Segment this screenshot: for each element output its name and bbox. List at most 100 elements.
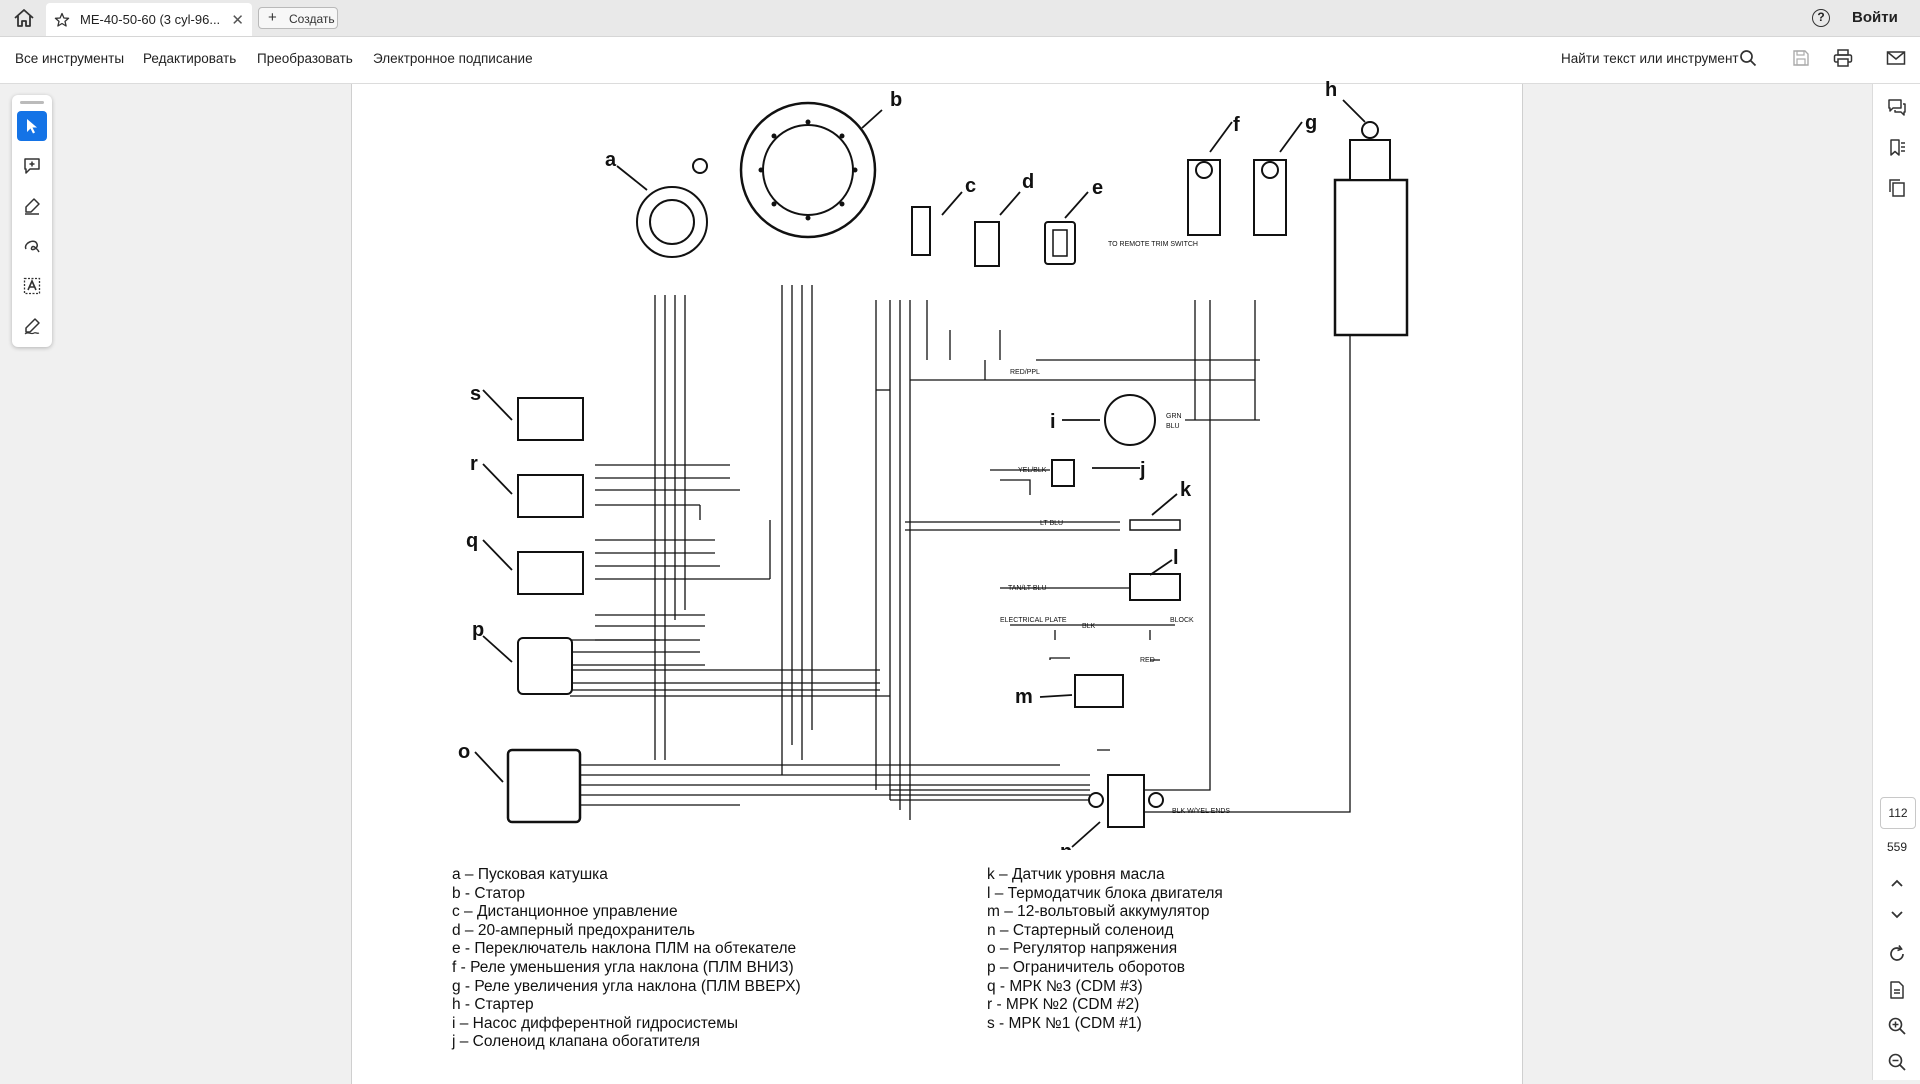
tab-title: ME-40-50-60 (3 cyl-96... <box>80 12 221 27</box>
trim-relay-f <box>1187 159 1221 236</box>
create-label: Создать <box>289 12 335 26</box>
legend-right: k – Датчик уровня масла l – Термодатчик … <box>987 866 1223 1033</box>
bookmarks-icon[interactable] <box>1887 138 1907 163</box>
trim-switch-e <box>1044 221 1076 265</box>
menu-edit[interactable]: Редактировать <box>143 51 237 66</box>
cdm-1-s <box>517 397 584 441</box>
quick-tools-panel <box>12 95 52 347</box>
legend-left: a – Пусковая катушка b - Статор c – Дист… <box>452 866 801 1052</box>
signature-pen-icon <box>24 318 40 335</box>
callout-g: g <box>1305 112 1317 134</box>
help-icon[interactable]: ? <box>1812 9 1830 27</box>
close-icon[interactable]: ✕ <box>231 12 244 29</box>
legend-item: i – Насос дифферентной гидросистемы <box>452 1014 739 1032</box>
signin-button[interactable]: Войти <box>1852 9 1898 26</box>
legend-item: k – Датчик уровня масла <box>987 866 1165 883</box>
highlighter-icon <box>25 198 40 215</box>
star-icon[interactable] <box>54 12 70 33</box>
wiring-diagram: a b c d e f g h i j k l m n o p q r s TO… <box>458 79 1409 850</box>
drag-handle[interactable] <box>20 101 44 104</box>
page-display-icon[interactable] <box>1887 980 1907 1005</box>
callout-b: b <box>890 89 902 111</box>
trim-relay-g <box>1253 159 1287 236</box>
voltage-regulator-o <box>506 748 582 824</box>
callout-p: p <box>472 619 484 641</box>
comment-plus-icon <box>24 158 40 174</box>
label-blk: BLK <box>1082 623 1096 630</box>
find-label[interactable]: Найти текст или инструмент <box>1561 51 1739 66</box>
tab-bar: ME-40-50-60 (3 cyl-96... ✕ + Создать ? В… <box>0 0 1920 37</box>
page-up-icon[interactable] <box>1887 873 1907 898</box>
callout-r: r <box>470 453 478 475</box>
cdm-2-r <box>517 474 584 518</box>
menu-all-tools[interactable]: Все инструменты <box>15 51 125 66</box>
callout-o: o <box>458 741 470 763</box>
comments-panel-icon[interactable] <box>1887 98 1907 123</box>
menu-convert[interactable]: Преобразовать <box>257 51 353 66</box>
starter-motor-h <box>1333 178 1409 337</box>
zoom-in-icon[interactable] <box>1887 1016 1907 1041</box>
legend-item: c – Дистанционное управление <box>452 903 678 921</box>
legend-item: q - МРК №3 (CDM #3) <box>987 977 1143 995</box>
rotate-icon[interactable] <box>1887 944 1907 969</box>
callout-a: a <box>605 149 617 171</box>
text-box-icon <box>23 277 41 295</box>
pages-thumbnails-icon[interactable] <box>1887 178 1907 203</box>
callout-k: k <box>1180 479 1192 501</box>
legend-item: m – 12-вольтовый аккумулятор <box>987 903 1210 921</box>
sign-button[interactable] <box>17 311 47 341</box>
legend-item: j – Соленоид клапана обогатителя <box>452 1033 701 1051</box>
label-blu: BLU <box>1166 423 1180 430</box>
zoom-out-icon[interactable] <box>1887 1052 1907 1077</box>
label-red: RED <box>1140 657 1155 664</box>
label-electrical-plate: ELECTRICAL PLATE <box>1000 617 1067 624</box>
fuse-d <box>974 221 1000 267</box>
legend-item: o – Регулятор напряжения <box>987 940 1178 958</box>
document-tab[interactable]: ME-40-50-60 (3 cyl-96... ✕ <box>46 3 252 36</box>
callout-q: q <box>466 530 478 552</box>
add-comment-button[interactable] <box>17 151 47 181</box>
callout-h: h <box>1325 79 1337 101</box>
callout-f: f <box>1233 114 1240 136</box>
label-tan-lt-blu: TAN/LT BLU <box>1008 585 1047 592</box>
cursor-icon <box>27 119 37 134</box>
callout-n: n <box>1060 841 1072 850</box>
create-button[interactable]: + Создать <box>258 7 338 29</box>
callout-s: s <box>470 383 481 405</box>
page-total: 559 <box>1886 840 1908 854</box>
callout-m: m <box>1015 686 1033 708</box>
page-number-input[interactable]: 112 <box>1880 797 1916 829</box>
callout-j: j <box>1139 459 1146 481</box>
label-block: BLOCK <box>1170 617 1194 624</box>
label-grn: GRN <box>1166 413 1182 420</box>
callout-l: l <box>1173 547 1179 569</box>
legend-item: h - Стартер <box>452 996 534 1014</box>
legend-item: g - Реле увеличения угла наклона (ПЛМ ВВ… <box>452 977 801 995</box>
select-tool-button[interactable] <box>17 111 47 141</box>
rev-limiter-p <box>517 637 573 695</box>
battery-m <box>1074 674 1124 708</box>
menu-esign[interactable]: Электронное подписание <box>373 51 533 66</box>
mail-icon[interactable] <box>1886 49 1906 72</box>
print-icon[interactable] <box>1833 49 1853 72</box>
legend-item: r - МРК №2 (CDM #2) <box>987 996 1140 1014</box>
starter-solenoid-n <box>1107 774 1145 828</box>
label-remote-trim: TO REMOTE TRIM SWITCH <box>1108 241 1198 248</box>
callout-d: d <box>1022 171 1034 193</box>
draw-button[interactable] <box>17 231 47 261</box>
search-icon[interactable] <box>1739 49 1757 72</box>
label-yel-blk: YEL/BLK <box>1018 467 1047 474</box>
label-red-ppl: RED/PPL <box>1010 369 1040 376</box>
legend-item: d – 20-амперный предохранитель <box>452 921 695 939</box>
starter-coil-a <box>636 186 708 258</box>
save-icon[interactable] <box>1792 49 1810 72</box>
legend-item: a – Пусковая катушка <box>452 866 608 883</box>
freehand-icon <box>24 240 40 253</box>
home-icon[interactable] <box>12 7 36 29</box>
callout-e: e <box>1092 177 1103 199</box>
legend-item: b - Статор <box>452 884 525 902</box>
document-canvas[interactable] <box>0 84 1872 1084</box>
add-text-button[interactable] <box>17 271 47 301</box>
highlight-button[interactable] <box>17 191 47 221</box>
page-down-icon[interactable] <box>1887 904 1907 929</box>
